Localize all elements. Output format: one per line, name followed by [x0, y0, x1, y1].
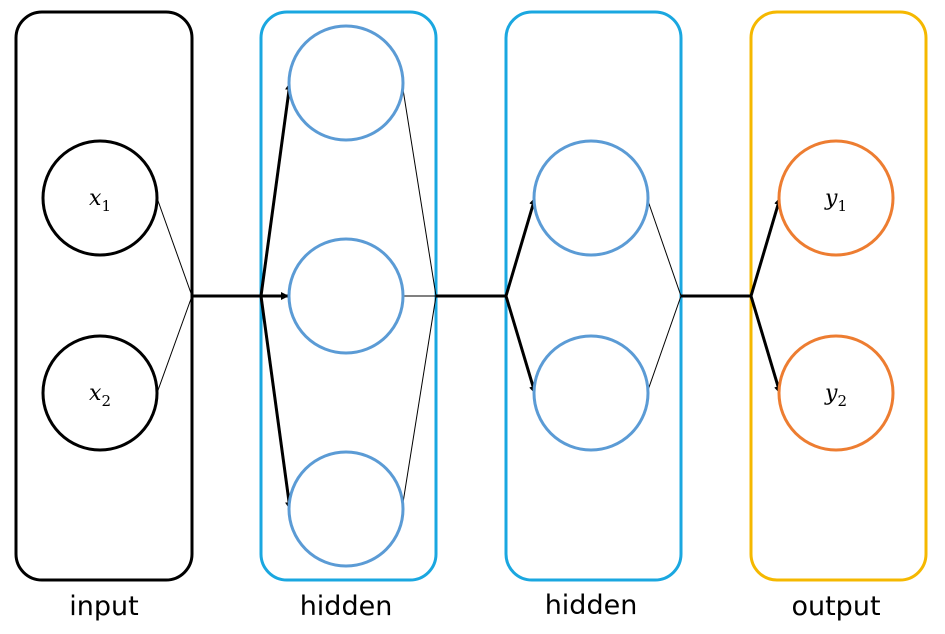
node-label-x1: x1 [89, 186, 111, 215]
input-node-x1 [41, 139, 159, 257]
hidden1-node-3 [287, 450, 405, 568]
output-node-y2 [777, 334, 895, 452]
converging-lines [156, 82, 682, 510]
edge-h1c-to-junction [401, 295, 437, 510]
hidden1-node-1 [287, 24, 405, 142]
edge-h1a-to-junction [401, 82, 437, 297]
edge-h2a-to-junction [646, 197, 682, 297]
hidden1-node-2 [287, 237, 405, 355]
arrow-to-y1 [749, 197, 782, 297]
arrow-to-h2b [504, 295, 537, 394]
layer-label-hidden-2: hidden [545, 590, 638, 621]
edge-h2b-to-junction [646, 295, 682, 394]
hidden2-node-2 [532, 334, 650, 452]
node-label-x2: x2 [89, 381, 111, 410]
hidden-layer-2-box [504, 10, 683, 582]
node-label-y1: y1 [824, 186, 847, 215]
arrow-to-y2 [749, 295, 782, 394]
fan-out-arrows [259, 82, 782, 510]
layer-label-output: output [791, 591, 880, 622]
arrow-to-h1a [259, 82, 294, 297]
input-node-x2 [41, 334, 159, 452]
edge-x2-to-junction [156, 295, 193, 394]
layer-label-input: input [69, 591, 138, 622]
hidden2-node-1 [532, 139, 650, 257]
edge-x1-to-junction [156, 197, 193, 297]
arrow-to-h1c [259, 295, 294, 510]
arrow-to-h2a [504, 197, 537, 297]
output-layer-box [749, 10, 928, 582]
output-node-y1 [777, 139, 895, 257]
input-layer-box [14, 10, 194, 582]
layer-label-hidden-1: hidden [300, 591, 393, 622]
node-label-y2: y2 [824, 381, 847, 410]
